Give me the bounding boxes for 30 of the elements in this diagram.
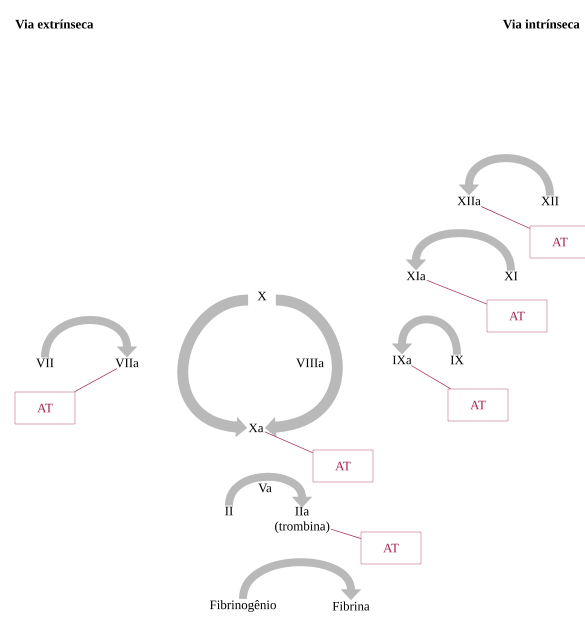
cofactor-label: VIIIa <box>296 358 324 368</box>
factor-label: XI <box>504 272 518 280</box>
leader-line <box>264 431 314 454</box>
factor-label: IX <box>450 356 464 364</box>
antithrombin-box: AT <box>448 388 508 422</box>
factor-label: VII <box>36 358 54 368</box>
factor-label: Fibrina <box>332 601 370 611</box>
factor-label: Fibrinogênio <box>210 600 276 612</box>
antithrombin-box: AT <box>486 300 548 332</box>
pathway-heading: Via intrínseca <box>503 19 580 29</box>
cofactor-label: Va <box>258 484 272 492</box>
factor-label: Xa <box>248 424 264 432</box>
factor-label: II <box>225 506 233 516</box>
antithrombin-box: AT <box>530 226 585 258</box>
antithrombin-box: AT <box>360 532 422 564</box>
leader-line <box>410 365 451 390</box>
antithrombin-box: AT <box>14 392 76 424</box>
factor-label: XIIa <box>457 196 481 206</box>
leader-line <box>330 528 362 539</box>
factor-label: X <box>258 292 266 300</box>
factor-label: XII <box>541 196 559 206</box>
leader-line <box>426 280 488 304</box>
factor-label: XIa <box>406 272 426 280</box>
factor-label: IXa <box>392 356 412 364</box>
leader-line <box>74 368 118 392</box>
antithrombin-box: AT <box>312 450 374 482</box>
leader-line <box>480 206 530 229</box>
pathway-heading: Via extrínseca <box>15 19 94 29</box>
factor-label: VIIa <box>115 358 139 368</box>
factor-label: IIa (trombina) <box>275 506 330 534</box>
